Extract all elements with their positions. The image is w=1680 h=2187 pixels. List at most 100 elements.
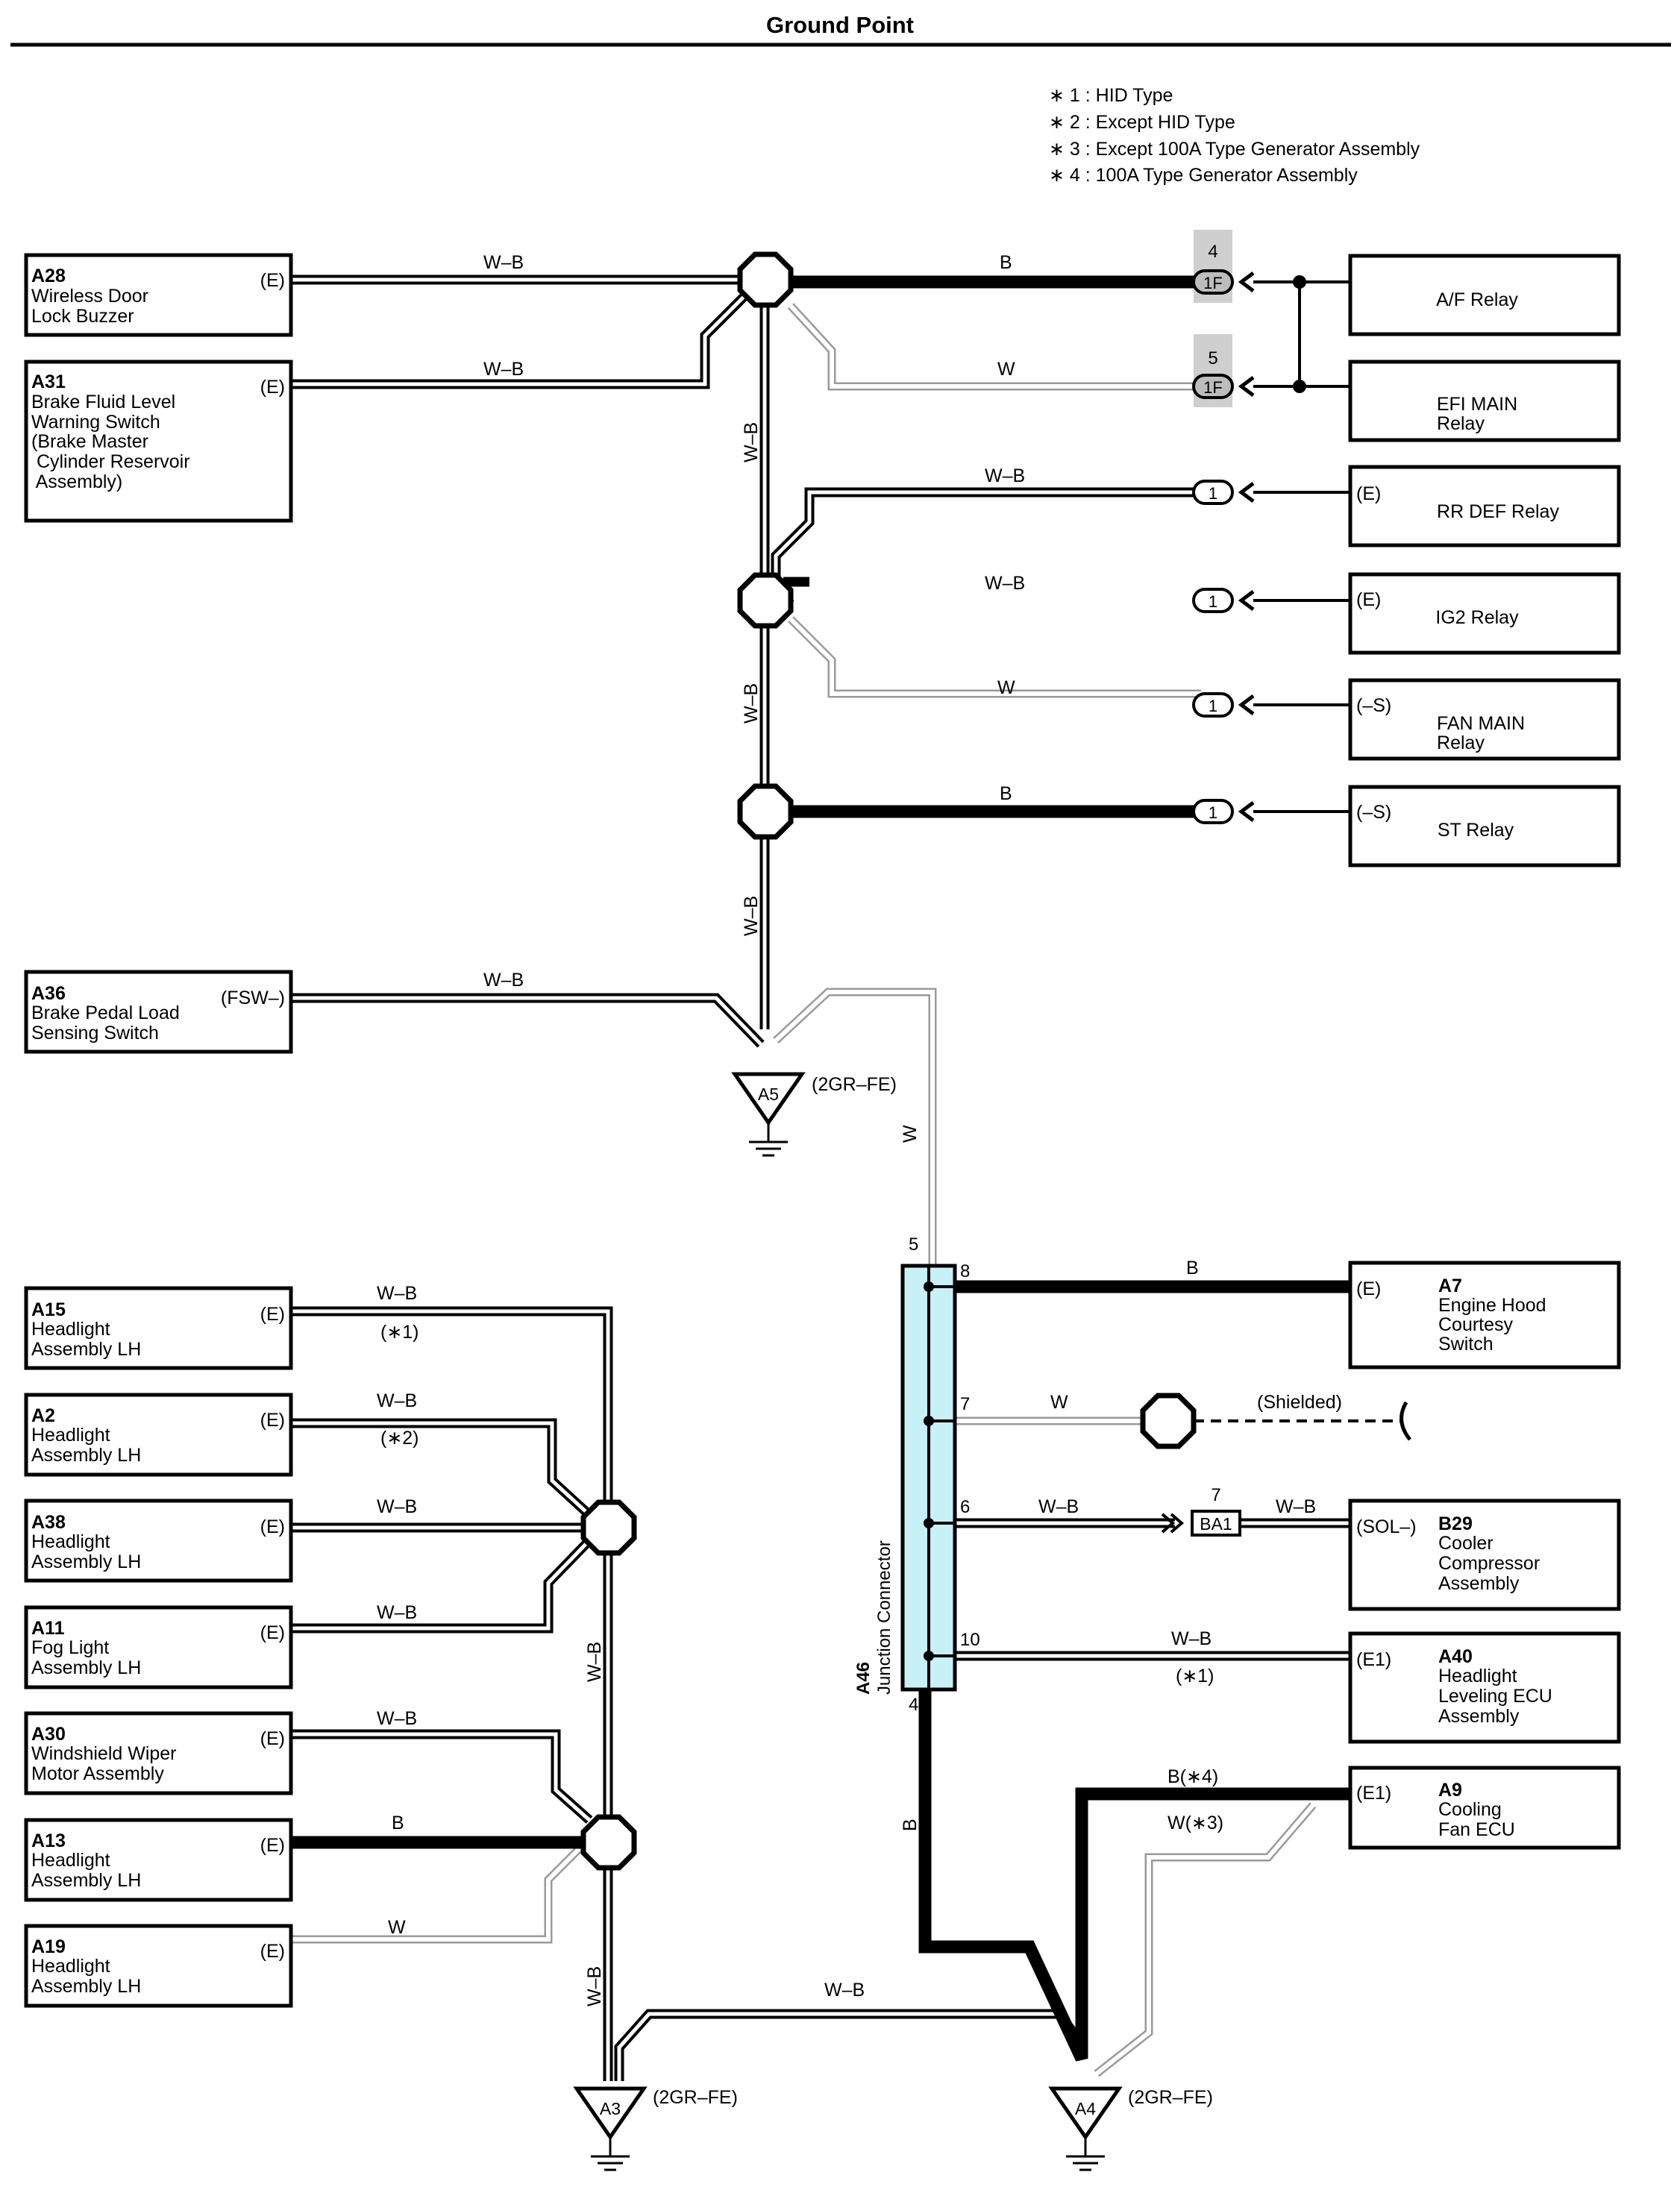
wire-label-b29-in: W–B: [1038, 1496, 1079, 1517]
component-a7-name-1: Engine Hood: [1438, 1295, 1546, 1316]
connector-st: 1: [1192, 799, 1255, 824]
component-a40-id: A40: [1438, 1646, 1473, 1667]
relay-efi-name-2: Relay: [1437, 413, 1485, 434]
junction-pin-8: 8: [960, 1261, 970, 1281]
component-a38-name-2: Assembly LH: [31, 1551, 141, 1572]
component-a40-name-3: Assembly: [1438, 1706, 1520, 1727]
component-b29: (SOL–) B29 Cooler Compressor Assembly: [1348, 1499, 1621, 1611]
page-title: Ground Point: [766, 12, 914, 38]
wires: [291, 274, 1411, 2081]
junction-connector-a46: A46 Junction Connector 5 8 7 6 10 4: [853, 1234, 980, 1715]
junction-name: Junction Connector: [874, 1540, 894, 1695]
component-a7-id: A7: [1438, 1276, 1462, 1296]
component-a11-name-1: Fog Light: [31, 1637, 109, 1658]
relay-ig2: (E) IG2 Relay: [1348, 572, 1621, 655]
ground-a4-id: A4: [1075, 2099, 1096, 2118]
wire-label-trunk2: W–B: [741, 683, 762, 724]
junction-pin-10: 10: [960, 1630, 980, 1650]
wire-label-a40: W–B: [1171, 1628, 1212, 1649]
wire-label-a28: W–B: [483, 252, 524, 273]
component-a28-name-1: Wireless Door: [31, 286, 148, 307]
component-a31: A31 Brake Fluid Level Warning Switch (Br…: [24, 360, 293, 523]
wire-labels: W–B W–B B W W–B W–B W B W–B W–B W–B W–B …: [377, 252, 1316, 2006]
relay-ig2-name: IG2 Relay: [1435, 607, 1519, 628]
component-a28-terminal: (E): [260, 270, 285, 291]
component-a36-terminal: (FSW–): [221, 988, 285, 1008]
component-a15-name-2: Assembly LH: [31, 1339, 141, 1360]
wire-label-a7: B: [1186, 1258, 1199, 1278]
wire-label-a9-w: W(∗3): [1167, 1813, 1223, 1833]
component-a11-id: A11: [31, 1618, 65, 1639]
wire-label-a5-to-jc: W: [900, 1125, 921, 1143]
component-a31-name-3: (Brake Master: [31, 431, 148, 452]
component-a40-name-1: Headlight: [1438, 1666, 1517, 1686]
wire-label-trunk3: W–B: [741, 896, 762, 936]
component-a19-name-2: Assembly LH: [31, 1976, 141, 1997]
connector-rrdef-label: 1: [1209, 484, 1217, 503]
wire-label-fanmain: W: [997, 677, 1015, 698]
component-a15-id: A15: [31, 1299, 66, 1320]
wire-label-a3-to-a4: W–B: [824, 1980, 865, 2001]
wire-label-st: B: [1000, 783, 1012, 804]
component-a7-terminal: (E): [1356, 1278, 1381, 1299]
component-a30-terminal: (E): [260, 1728, 285, 1749]
component-a2-terminal: (E): [260, 1410, 285, 1431]
wire-label-ig2: W–B: [985, 573, 1025, 594]
component-a38-name-1: Headlight: [31, 1531, 110, 1552]
variant-mark-a15: (∗1): [380, 1322, 419, 1343]
component-a30-name-2: Motor Assembly: [31, 1763, 164, 1784]
component-a31-terminal: (E): [260, 377, 285, 398]
pin-efi: 5: [1208, 348, 1217, 368]
component-a15-name-1: Headlight: [31, 1319, 110, 1340]
component-a13-name-1: Headlight: [31, 1850, 110, 1871]
component-a9: (E1) A9 Cooling Fan ECU: [1348, 1766, 1621, 1850]
wire-label-a9-b: B(∗4): [1167, 1766, 1218, 1787]
wire-label-a15: W–B: [377, 1283, 417, 1304]
component-a13-name-2: Assembly LH: [31, 1870, 141, 1891]
junction-id: A46: [853, 1662, 874, 1695]
note-1: ∗ 1 : HID Type: [1049, 85, 1173, 106]
relay-fanmain-terminal: (–S): [1356, 695, 1391, 716]
component-a19-id: A19: [31, 1936, 66, 1957]
connector-fanmain-label: 1: [1209, 697, 1217, 715]
relay-st-terminal: (–S): [1356, 802, 1391, 823]
component-a36-name-2: Sensing Switch: [31, 1023, 159, 1044]
component-a2-name-2: Assembly LH: [31, 1445, 141, 1466]
shielded-label: (Shielded): [1257, 1392, 1342, 1413]
component-a38-terminal: (E): [260, 1516, 285, 1537]
relay-st: (–S) ST Relay: [1348, 785, 1621, 867]
component-a7-name-2: Courtesy: [1438, 1314, 1514, 1335]
component-a38: A38 Headlight Assembly LH (E): [24, 1499, 293, 1583]
connector-efi-label: 1F: [1203, 378, 1223, 397]
connector-fanmain: 1: [1192, 692, 1255, 718]
ground-a3: A3 (2GR–FE): [573, 2086, 738, 2171]
component-a2-name-1: Headlight: [31, 1425, 110, 1446]
component-a31-id: A31: [31, 371, 66, 392]
wire-label-rrdef: W–B: [985, 465, 1025, 486]
component-a36: A36 Brake Pedal Load Sensing Switch (FSW…: [24, 970, 293, 1054]
component-b29-name-1: Cooler: [1438, 1533, 1493, 1554]
wire-label-af: B: [1000, 252, 1012, 273]
wire-label-a2: W–B: [377, 1390, 417, 1411]
right-components: (E) A7 Engine Hood Courtesy Switch (SOL–…: [1348, 1261, 1621, 1850]
left-components: A28 Wireless Door Lock Buzzer (E) A31 Br…: [24, 253, 293, 2008]
relay-st-name: ST Relay: [1438, 820, 1514, 841]
component-a13: A13 Headlight Assembly LH (E): [24, 1818, 293, 1902]
wire-label-shield: W: [1050, 1392, 1068, 1413]
junction-pin-7: 7: [960, 1394, 970, 1414]
notes-legend: ∗ 1 : HID Type ∗ 2 : Except HID Type ∗ 3…: [1049, 85, 1420, 186]
component-a31-name-4: Cylinder Reservoir: [31, 451, 190, 472]
ground-a5-note: (2GR–FE): [812, 1074, 897, 1095]
inline-connector-ba1: BA1 7: [1161, 1485, 1241, 1537]
connector-ig2: 1: [1192, 588, 1255, 613]
relay-rr-def: (E) RR DEF Relay: [1348, 465, 1621, 547]
component-a13-id: A13: [31, 1830, 66, 1851]
component-a2-id: A2: [31, 1405, 55, 1426]
pin-af: 4: [1208, 242, 1217, 262]
wire-label-b29-out: W–B: [1276, 1496, 1316, 1517]
component-a7: (E) A7 Engine Hood Courtesy Switch: [1348, 1261, 1621, 1369]
component-a30-id: A30: [31, 1724, 66, 1745]
splice-1: [737, 251, 794, 308]
component-a40-name-2: Leveling ECU: [1438, 1686, 1552, 1707]
wire-label-a36: W–B: [483, 970, 524, 991]
